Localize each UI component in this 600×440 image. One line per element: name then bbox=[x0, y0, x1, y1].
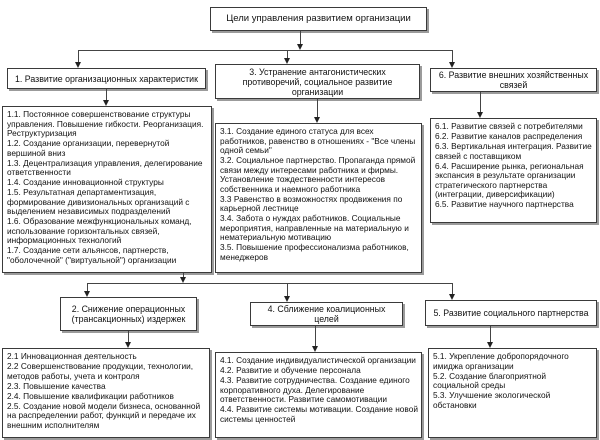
box-goal-6-items: 6.1. Развитие связей с потребителями 6.2… bbox=[430, 118, 597, 223]
connector-line bbox=[315, 326, 316, 346]
list-item: 1.2. Создание организации, перевернутой … bbox=[7, 138, 170, 158]
list-item: 1.6. Образование межфункциональных коман… bbox=[7, 216, 192, 245]
list-item: 6.5. Развитие научного партнерства bbox=[435, 199, 574, 209]
connector-line bbox=[78, 50, 452, 51]
list-item: 1.3. Децентрализация управления, делегир… bbox=[7, 157, 203, 177]
goal-2-label: 2. Снижение операционных (трансакционных… bbox=[71, 304, 186, 324]
goal-1-label: 1. Развитие организационных характеристи… bbox=[15, 73, 198, 84]
connector-line bbox=[300, 31, 301, 44]
arrowhead-down-icon bbox=[124, 342, 131, 348]
goal-3-label: 3. Устранение антагонистических противор… bbox=[242, 66, 393, 97]
list-item: 6.4. Расширение рынка, региональная эксп… bbox=[435, 160, 584, 199]
list-item: 3.5. Повышение профессионализма работник… bbox=[220, 242, 409, 262]
connector-line bbox=[287, 283, 288, 296]
list-item: 3.4. Забота о нуждах работников. Социаль… bbox=[220, 213, 409, 242]
connector-line bbox=[183, 273, 184, 277]
goal-4-label: 4. Сближение коалиционных целей bbox=[267, 304, 386, 324]
arrowhead-down-icon bbox=[476, 112, 483, 118]
box-goal-5-items: 5.1. Укрепление добропорядочного имиджа … bbox=[428, 348, 597, 438]
list-item: 1.4. Создание инновационной структуры bbox=[7, 177, 164, 187]
arrowhead-down-icon bbox=[179, 277, 186, 283]
connector-line bbox=[452, 283, 453, 294]
list-item: 2.1 Инновационная деятельность bbox=[7, 351, 137, 361]
list-item: 3.2. Социальное партнерство. Пропаганда … bbox=[220, 155, 416, 194]
box-goal-3-header: 3. Устранение антагонистических противор… bbox=[215, 64, 420, 99]
list-item: 2.3. Повышение качества bbox=[7, 380, 106, 391]
arrowhead-down-icon bbox=[74, 62, 81, 68]
connector-line bbox=[128, 331, 129, 342]
box-goal-3-items: 3.1. Создание единого статуса для всех р… bbox=[215, 123, 422, 273]
list-item: 6.1. Развитие связей с потребителями bbox=[435, 121, 583, 131]
box-goal-2-items: 2.1 Инновационная деятельность 2.2 Совер… bbox=[2, 348, 210, 438]
connector-line bbox=[287, 50, 288, 58]
arrowhead-down-icon bbox=[448, 294, 455, 300]
connector-line bbox=[87, 283, 452, 284]
list-item: 6.3. Вертикальная интеграция. Развитие с… bbox=[435, 141, 592, 161]
arrowhead-down-icon bbox=[83, 291, 90, 297]
list-item: 3.3 Равенство в возможностях продвижения… bbox=[220, 193, 403, 213]
list-item: 3.1. Создание единого статуса для всех р… bbox=[220, 126, 416, 155]
box-goal-4-header: 4. Сближение коалиционных целей bbox=[250, 302, 403, 326]
box-goal-1-header: 1. Развитие организационных характеристи… bbox=[7, 68, 206, 89]
connector-line bbox=[480, 92, 481, 112]
list-item: 4.1. Создание индивидуалистической орган… bbox=[220, 355, 416, 365]
list-item: 4.2. Развитие и обучение персонала bbox=[220, 365, 361, 375]
box-goal-4-items: 4.1. Создание индивидуалистической орган… bbox=[215, 352, 422, 438]
connector-line bbox=[78, 50, 79, 62]
list-item: 1.1. Постоянное совершенствование структ… bbox=[7, 109, 204, 138]
arrowhead-down-icon bbox=[311, 346, 318, 352]
arrowhead-down-icon bbox=[296, 44, 303, 50]
box-goal-1-items: 1.1. Постоянное совершенствование структ… bbox=[2, 106, 212, 273]
list-item: 2.2 Совершенствование продукции, техноло… bbox=[7, 361, 194, 381]
arrowhead-down-icon bbox=[283, 58, 290, 64]
list-item: 5.1. Укрепление добропорядочного имиджа … bbox=[433, 351, 569, 371]
list-item: 6.2. Развитие каналов распределения bbox=[435, 131, 583, 141]
title-box: Цели управления развитием организации bbox=[210, 7, 427, 31]
list-item: 4.3. Развитие сотрудничества. Создание е… bbox=[220, 375, 410, 404]
arrowhead-down-icon bbox=[448, 62, 455, 68]
arrowhead-down-icon bbox=[102, 100, 109, 106]
list-item: 1.5. Результатная департаментизация, фор… bbox=[7, 187, 190, 216]
list-item: 5.2. Создание благоприятной социальной с… bbox=[433, 370, 547, 390]
diagram-title: Цели управления развитием организации bbox=[226, 13, 411, 24]
arrowhead-down-icon bbox=[313, 117, 320, 123]
goal-5-label: 5. Развитие социального партнерства bbox=[433, 308, 589, 318]
connector-line bbox=[452, 50, 453, 62]
connector-line bbox=[317, 99, 318, 117]
arrowhead-down-icon bbox=[486, 342, 493, 348]
list-item: 4.4. Развитие системы мотивации. Создани… bbox=[220, 404, 418, 424]
list-item: 1.7. Создание сети альянсов, партнерств,… bbox=[7, 245, 177, 265]
arrowhead-down-icon bbox=[283, 296, 290, 302]
goal-6-label: 6. Развитие внешних хозяйственных связей bbox=[438, 70, 589, 90]
box-goal-2-header: 2. Снижение операционных (трансакционных… bbox=[60, 297, 197, 331]
list-item: 2.5. Создание новой модели бизнеса, осно… bbox=[7, 400, 201, 430]
box-goal-6-header: 6. Развитие внешних хозяйственных связей bbox=[430, 68, 597, 92]
list-item: 2.4. Повышение квалификации работников bbox=[7, 390, 174, 401]
connector-line bbox=[490, 326, 491, 342]
connector-line bbox=[87, 283, 88, 291]
connector-line bbox=[106, 89, 107, 100]
box-goal-5-header: 5. Развитие социального партнерства bbox=[425, 300, 597, 326]
list-item: 5.3. Улучшение экологической обстановки bbox=[433, 390, 551, 410]
